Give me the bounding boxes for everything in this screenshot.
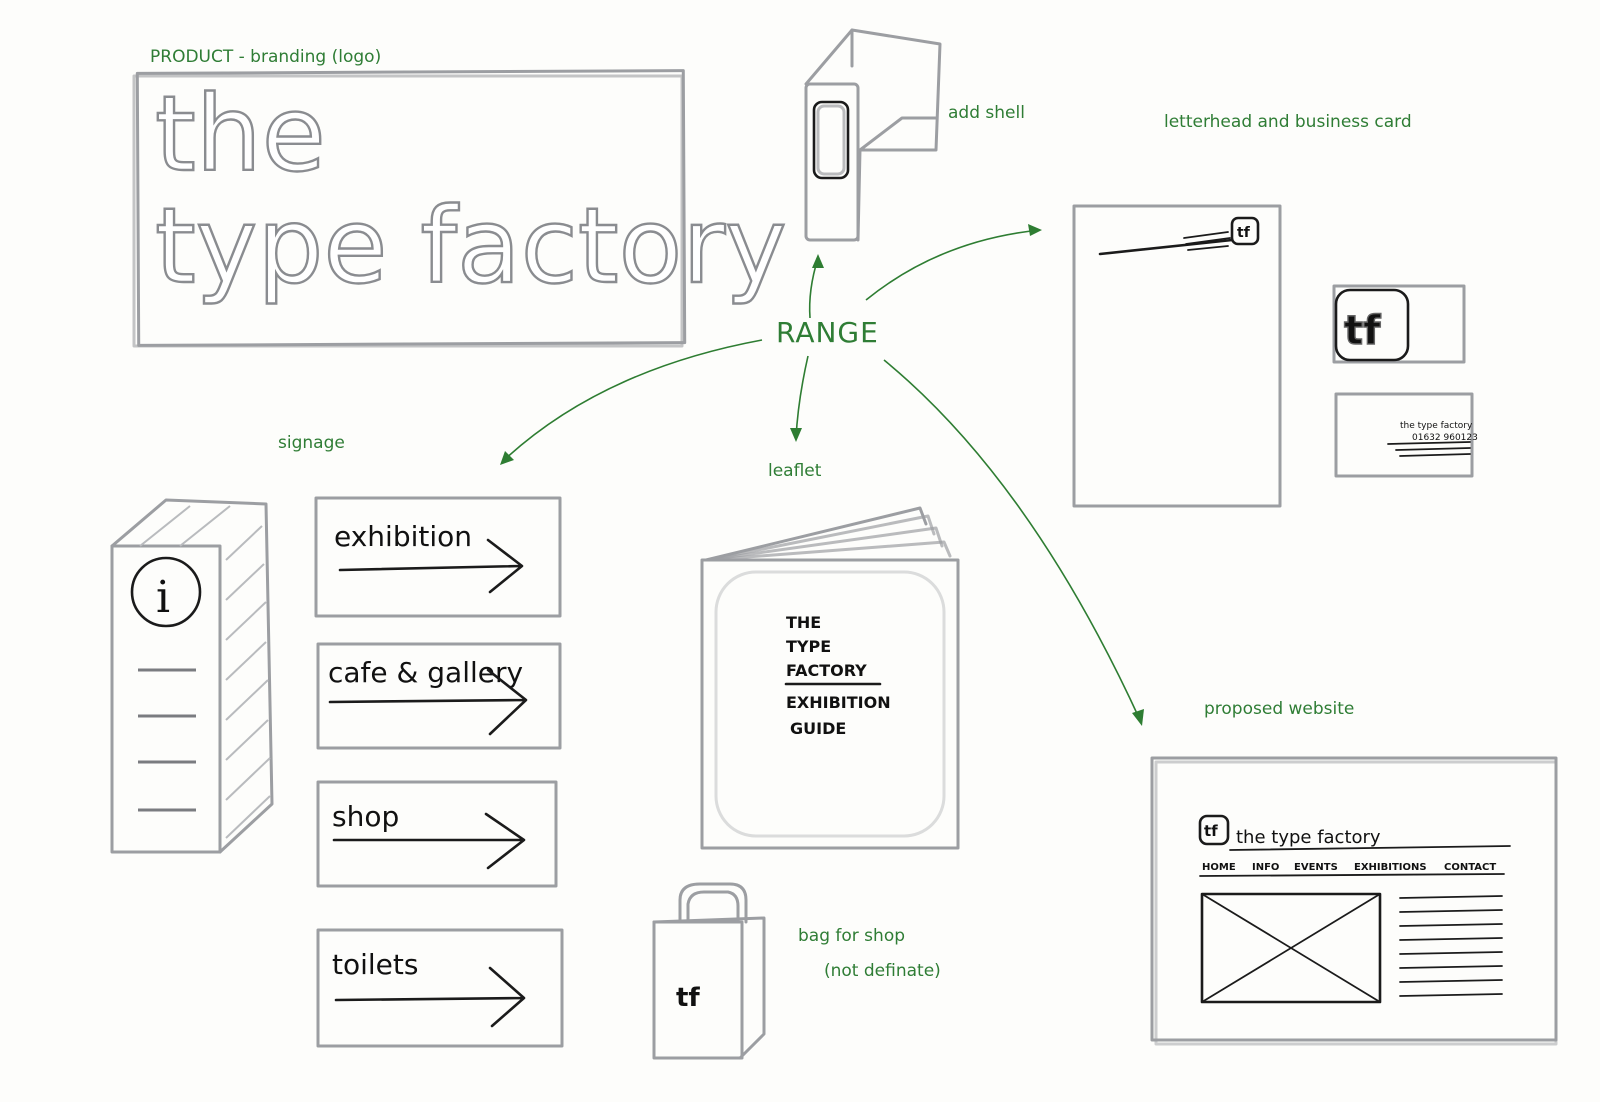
arrow-to-website [883, 359, 1141, 721]
letterhead-monogram: tf [1237, 225, 1251, 241]
website-nav-info: INFO [1252, 862, 1279, 873]
range-label: RANGE [776, 316, 879, 349]
website-monogram: tf [1204, 822, 1218, 840]
website-text-lines [1399, 895, 1503, 997]
leaflet-line-2: TYPE [786, 637, 831, 656]
sign-cafe-gallery: cafe & gallery [316, 642, 562, 750]
sign-toilets: toilets [316, 928, 564, 1048]
website-image-placeholder [1200, 892, 1382, 1004]
signage-label: signage [278, 433, 345, 453]
website-nav-home: HOME [1202, 862, 1236, 873]
sign-cafe-label: cafe & gallery [328, 656, 523, 689]
shop-bag: tf [652, 882, 766, 1060]
shell-sketch [804, 28, 942, 242]
logo-box: the type factory [132, 69, 788, 348]
arrow-to-signage [501, 339, 763, 463]
website-sketch: tf the type factory HOME INFO EVENTS EXH… [1150, 756, 1558, 1046]
letterhead-label: letterhead and business card [1164, 112, 1412, 132]
card-monogram: tf [1344, 308, 1381, 354]
sign-shop: shop [316, 780, 558, 888]
leaflet-line-5: GUIDE [790, 719, 846, 738]
info-symbol: i [156, 572, 170, 623]
leaflet-line-3: FACTORY [786, 661, 867, 680]
sign-toilets-label: toilets [332, 948, 418, 981]
range-arrows [500, 224, 1144, 726]
sign-exhibition: exhibition [314, 496, 562, 618]
website-title: the type factory [1236, 827, 1381, 848]
logo-line-the: the [155, 73, 326, 195]
business-card-back: the type factory 01632 960123 [1334, 392, 1478, 478]
website-nav-events: EVENTS [1294, 862, 1338, 873]
product-branding-label: PRODUCT - branding (logo) [150, 47, 381, 67]
leaflet-line-4: EXHIBITION [786, 693, 891, 712]
bag-label-line2: (not definate) [824, 961, 941, 981]
card-name: the type factory [1400, 421, 1473, 431]
website-label: proposed website [1204, 699, 1354, 719]
arrow-to-leaflet [795, 355, 809, 439]
card-number: 01632 960123 [1412, 433, 1478, 443]
logo-line-type-factory: type factory [155, 185, 787, 307]
sign-shop-label: shop [332, 800, 399, 833]
sign-exhibition-label: exhibition [334, 520, 472, 553]
leaflet-label: leaflet [768, 461, 822, 481]
arrow-to-letterhead [865, 229, 1041, 301]
letterhead-sketch: tf [1072, 204, 1282, 508]
business-card-front: tf [1332, 284, 1466, 364]
website-nav-contact: CONTACT [1444, 862, 1496, 873]
bag-monogram: tf [676, 983, 700, 1013]
bag-label-line1: bag for shop [798, 926, 905, 946]
info-stand: i [110, 498, 274, 854]
leaflet-sketch: THE TYPE FACTORY EXHIBITION GUIDE [700, 506, 960, 850]
website-nav-exhibitions: EXHIBITIONS [1354, 862, 1427, 873]
leaflet-line-1: THE [786, 613, 821, 632]
add-shell-label: add shell [948, 103, 1025, 123]
